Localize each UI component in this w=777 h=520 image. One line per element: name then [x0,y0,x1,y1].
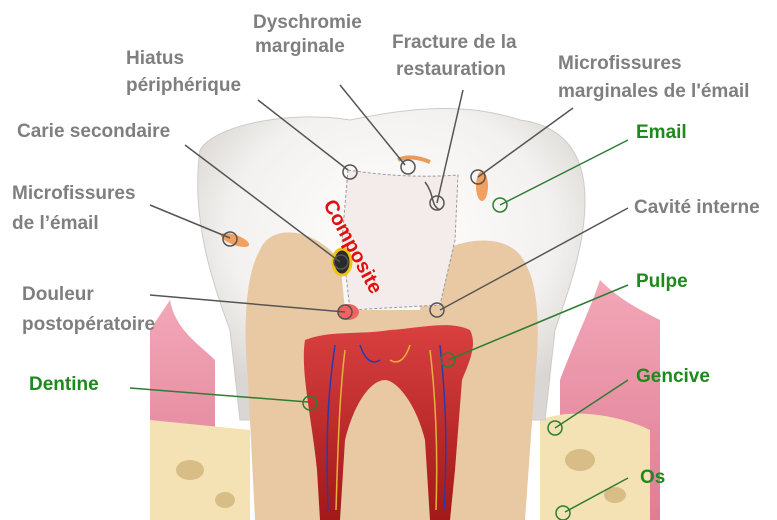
fracture-line2: restauration [392,58,517,82]
dentine-label: Dentine [29,373,99,397]
hiatus-line1: Hiatus [126,47,241,71]
bone-pore [176,460,204,480]
dyschromie-label: Dyschromie marginale [253,11,362,59]
dyschromie-line2: marginale [253,35,362,59]
fracture-label: Fracture de la restauration [392,31,517,82]
microfissure-marg-spot [476,171,488,201]
douleur-line1: Douleur [22,283,155,307]
fracture-line1: Fracture de la [392,31,517,55]
bone-pore [565,449,595,471]
hiatus-line2: périphérique [126,74,241,98]
microfissures-marg-line1: Microfissures [558,52,749,76]
hiatus-label: Hiatus périphérique [126,47,241,98]
microfissures-marginales-label: Microfissures marginales de l'émail [558,52,749,104]
os-label: Os [640,466,665,490]
bone-pore [215,492,235,508]
cavite-interne-label: Cavité interne [634,196,760,220]
douleur-line2: postopératoire [22,313,155,337]
microfissures-email-line2: de l’émail [12,212,136,236]
microfissures-email-label: Microfissures de l’émail [12,182,136,236]
dyschromie-line1: Dyschromie [253,11,362,35]
email-label: Email [636,121,687,145]
microfissures-marg-line2: marginales de l'émail [558,80,749,104]
gencive-label: Gencive [636,365,710,389]
microfissures-email-line1: Microfissures [12,182,136,206]
pulpe-label: Pulpe [636,270,688,294]
douleur-label: Douleur postopératoire [22,283,155,337]
carie-secondaire-label: Carie secondaire [17,120,170,144]
bone-right [540,414,650,520]
